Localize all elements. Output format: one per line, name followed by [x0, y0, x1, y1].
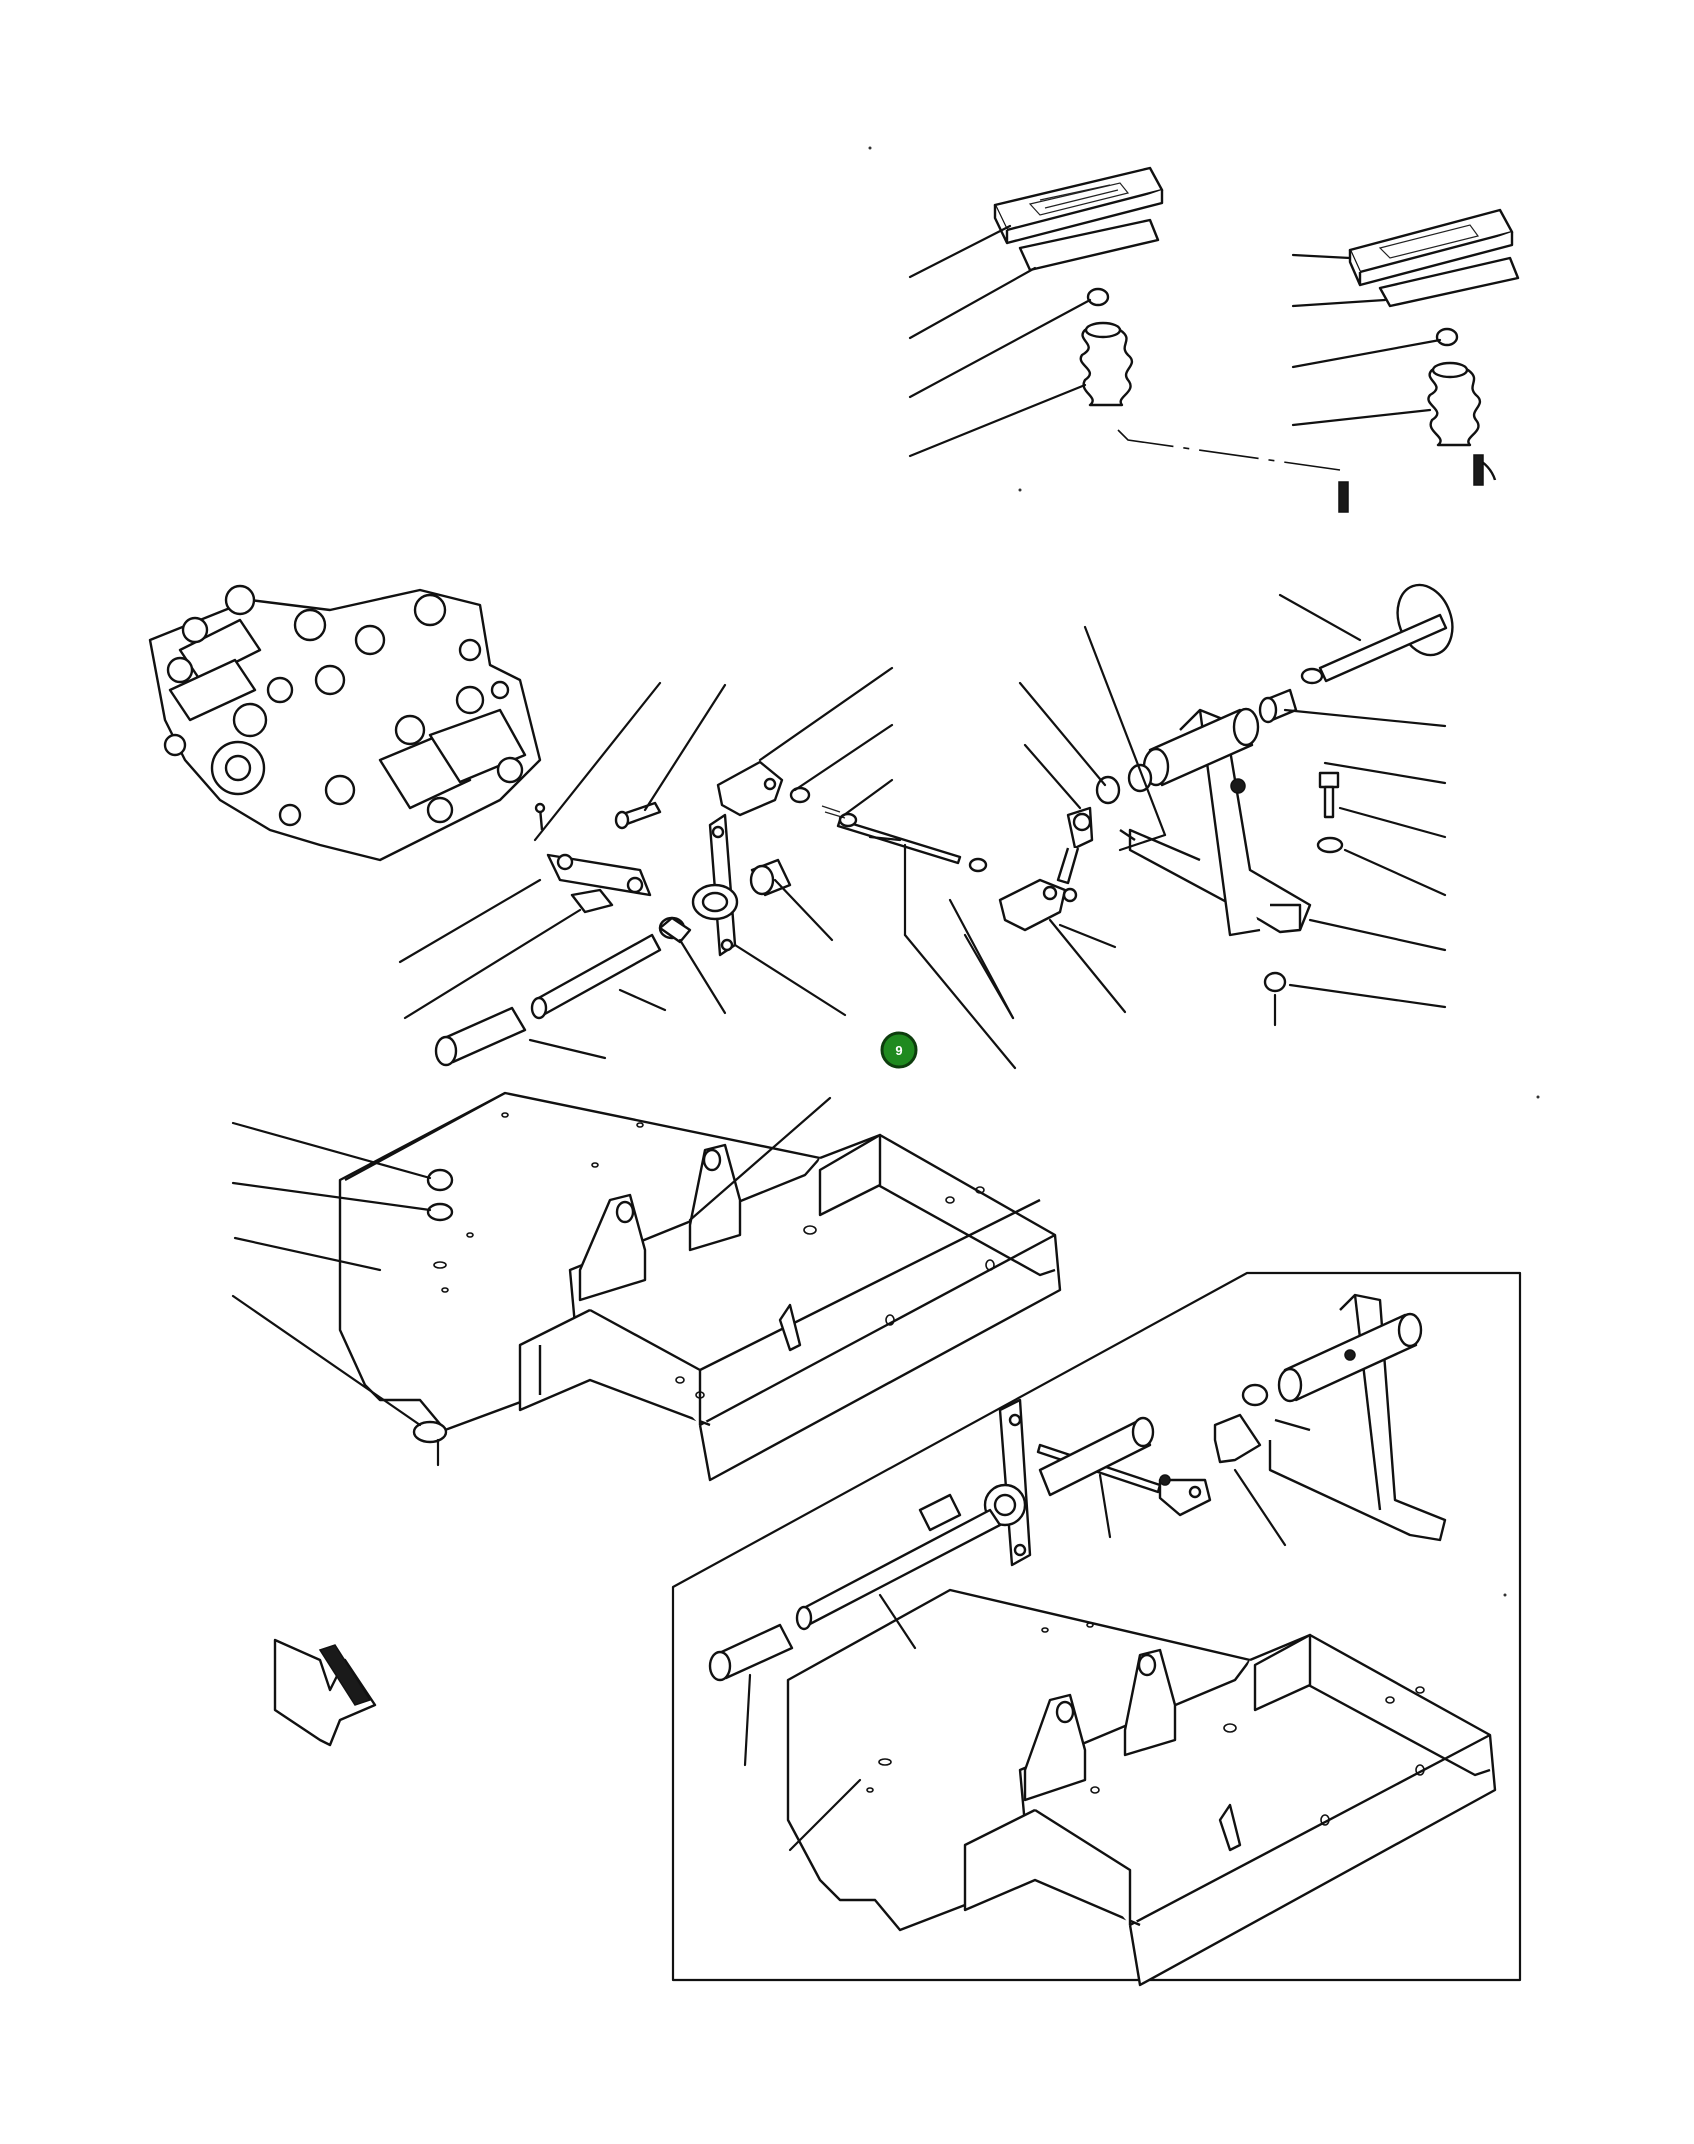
leader-lines — [231, 224, 1447, 1852]
callout-marker[interactable]: 9 — [880, 1031, 918, 1069]
pedal-support-bracket — [1128, 688, 1344, 993]
lever-linkage — [434, 801, 792, 1067]
small-linkage-parts-right — [968, 763, 1153, 932]
detail-inset — [671, 1271, 1522, 1987]
direction-arrow-icon — [273, 1638, 377, 1747]
main-mounting-frame — [338, 1091, 1062, 1482]
right-pedal-assembly — [1348, 208, 1520, 447]
left-pedal-assembly — [993, 166, 1164, 407]
control-rod — [821, 805, 962, 865]
clevis-left — [716, 760, 811, 817]
control-valve-block — [148, 584, 542, 862]
specks — [868, 146, 1540, 1597]
callout-label: 9 — [895, 1043, 902, 1058]
flexible-cable — [1300, 454, 1504, 685]
